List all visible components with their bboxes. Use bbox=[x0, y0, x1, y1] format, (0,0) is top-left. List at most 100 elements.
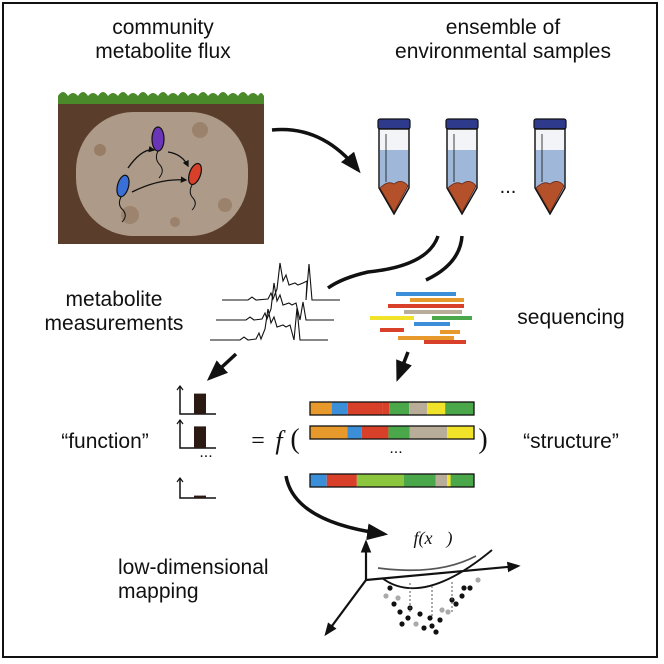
plot-axis-depth bbox=[324, 579, 367, 637]
structure-segment bbox=[447, 426, 474, 439]
structure-segment bbox=[403, 474, 436, 487]
sequencing-reads bbox=[370, 292, 472, 344]
data-point bbox=[439, 607, 445, 613]
arrow-to-mapping bbox=[284, 475, 389, 541]
figure-frame bbox=[2, 2, 658, 658]
fitted-curve-back bbox=[377, 555, 477, 572]
equation-equals: = bbox=[251, 428, 265, 454]
sequencing-read bbox=[398, 336, 454, 340]
data-point bbox=[467, 585, 473, 591]
structure-row bbox=[309, 473, 475, 488]
structure-segment bbox=[326, 474, 357, 487]
structure-segment bbox=[310, 474, 327, 487]
metabolite-label: metabolite measurements bbox=[44, 288, 184, 335]
structure-segment bbox=[347, 402, 383, 415]
grass-strip bbox=[58, 92, 264, 104]
structure-segment bbox=[356, 474, 404, 487]
sequencing-read bbox=[432, 316, 472, 320]
sequencing-read bbox=[396, 292, 456, 296]
microbe-blue bbox=[116, 174, 130, 223]
structure-segment bbox=[450, 474, 474, 487]
structure-segment bbox=[409, 426, 448, 439]
data-point bbox=[427, 615, 433, 621]
low-dimensional-plot bbox=[324, 539, 521, 637]
structure-segment bbox=[409, 402, 428, 415]
function-bar bbox=[194, 426, 206, 448]
structure-rows bbox=[309, 401, 475, 488]
sequencing-read bbox=[414, 322, 450, 326]
equation-f: f bbox=[275, 426, 283, 455]
structure-segment bbox=[361, 426, 389, 439]
sequencing-read bbox=[410, 298, 464, 302]
equation-close-paren: ) bbox=[478, 424, 488, 455]
data-point bbox=[383, 593, 389, 599]
arrow-to-function bbox=[206, 352, 238, 381]
function-bar-plot bbox=[176, 477, 216, 499]
arrow-to-structure bbox=[396, 351, 412, 382]
structure-segment bbox=[331, 402, 348, 415]
sequencing-read bbox=[440, 330, 460, 334]
arrow-soil-to-samples bbox=[271, 127, 361, 174]
structure-segment bbox=[445, 402, 474, 415]
structure-segment bbox=[447, 474, 451, 487]
sample-tube bbox=[377, 118, 411, 216]
data-point bbox=[399, 621, 405, 627]
structure-segment bbox=[347, 426, 362, 439]
data-point bbox=[417, 611, 423, 617]
fitted-curve-front bbox=[381, 549, 493, 590]
structure-ellipsis: ... bbox=[389, 440, 403, 457]
function-bar bbox=[194, 393, 206, 414]
structure-segment bbox=[389, 402, 410, 415]
data-point bbox=[421, 625, 427, 631]
structure-row bbox=[309, 401, 475, 416]
microbe-purple bbox=[151, 126, 165, 179]
data-point bbox=[429, 623, 435, 629]
data-point bbox=[437, 617, 443, 623]
ensemble-title: ensemble of environmental samples bbox=[395, 16, 611, 63]
function-bar-plot bbox=[176, 385, 216, 415]
sequencing-read bbox=[380, 328, 404, 332]
data-point bbox=[397, 609, 403, 615]
data-points bbox=[383, 577, 481, 635]
data-point bbox=[405, 615, 411, 621]
function-bar-plots bbox=[176, 385, 216, 499]
arrow-samples-to-sequencing bbox=[425, 235, 464, 282]
structure-segment bbox=[435, 474, 448, 487]
arrow-samples-to-metabolites bbox=[326, 235, 440, 290]
sequencing-read bbox=[388, 304, 464, 308]
function-bar-plot bbox=[176, 419, 216, 449]
data-point bbox=[413, 621, 419, 627]
sample-tube bbox=[533, 118, 567, 216]
structure-segment bbox=[427, 402, 446, 415]
plot-axis-horizontal bbox=[365, 561, 521, 582]
sequencing-read bbox=[424, 340, 466, 344]
data-point bbox=[453, 601, 459, 607]
structure-segment bbox=[382, 402, 390, 415]
data-point bbox=[395, 595, 401, 601]
structure-label: “structure” bbox=[523, 430, 619, 453]
fx-label: f(x⃗) bbox=[413, 528, 453, 548]
function-ellipsis: ... bbox=[199, 444, 213, 461]
structure-row bbox=[309, 425, 475, 440]
data-point bbox=[391, 601, 397, 607]
microbe-red bbox=[188, 162, 202, 211]
sequencing-label: sequencing bbox=[517, 306, 625, 329]
sequencing-read bbox=[370, 316, 414, 320]
equation-open-paren: ( bbox=[290, 424, 300, 455]
data-point bbox=[461, 585, 467, 591]
soil-block bbox=[58, 92, 264, 244]
data-point bbox=[475, 577, 481, 583]
sample-tubes bbox=[377, 118, 567, 216]
mapping-label: low-dimensional mapping bbox=[118, 556, 269, 603]
data-point bbox=[445, 609, 451, 615]
data-point bbox=[459, 593, 465, 599]
community-title: community metabolite flux bbox=[95, 16, 231, 63]
function-bar bbox=[194, 495, 206, 498]
sample-tube bbox=[445, 118, 479, 216]
metabolite-spectra bbox=[210, 262, 340, 341]
data-point bbox=[433, 629, 439, 635]
structure-segment bbox=[388, 426, 410, 439]
structure-segment bbox=[310, 426, 348, 439]
